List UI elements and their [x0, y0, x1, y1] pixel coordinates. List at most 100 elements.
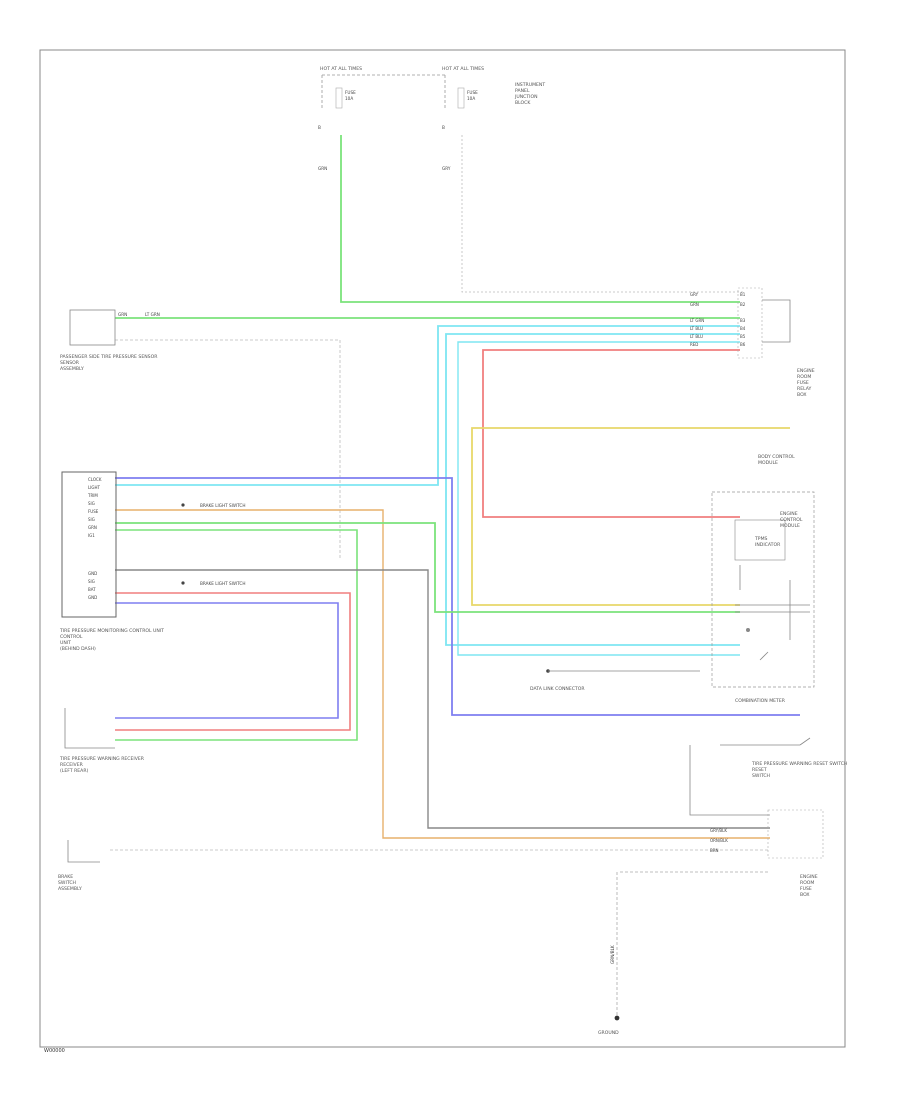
svg-text:FUSE: FUSE	[345, 90, 356, 95]
wire-red-receiver	[115, 592, 351, 731]
obd-label: DATA LINK CONNECTOR	[530, 686, 585, 692]
wire-blue-long	[115, 477, 800, 716]
svg-text:B5: B5	[740, 334, 746, 339]
sensor-top-left-label: PASSENGER SIDE TIRE PRESSURE SENSOR	[60, 354, 158, 360]
svg-text:RELAY: RELAY	[797, 386, 812, 392]
wire-green-main	[340, 135, 740, 303]
connector-top-right: GRY B1 GRN B2 LT GRN B3 LT BLU B4 LT BLU B5 R…	[690, 287, 791, 359]
svg-text:INSTRUMENT: INSTRUMENT	[515, 82, 545, 88]
svg-text:(LEFT REAR): (LEFT REAR)	[60, 768, 89, 774]
svg-text:BRAKE LIGHT SWITCH: BRAKE LIGHT SWITCH	[200, 503, 245, 508]
wire-blue-receiver	[115, 602, 339, 719]
switch-box: TIRE PRESSURE WARNING RESET SWITCH RESET…	[689, 737, 847, 816]
svg-text:MODULE: MODULE	[780, 523, 800, 529]
svg-text:GRY: GRY	[442, 166, 451, 171]
svg-text:FUSE: FUSE	[800, 886, 812, 892]
receiver-label: TIRE PRESSURE WARNING RECEIVER	[59, 756, 145, 762]
svg-text:GRN: GRN	[318, 166, 327, 171]
svg-text:MODULE: MODULE	[758, 460, 778, 466]
svg-text:LT BLU: LT BLU	[690, 326, 703, 331]
svg-text:BODY CONTROL: BODY CONTROL	[758, 454, 795, 460]
svg-text:B3: B3	[740, 318, 746, 323]
wire-lightblue-3	[457, 341, 740, 656]
svg-text:FUSE: FUSE	[797, 380, 809, 386]
svg-text:B2: B2	[740, 302, 746, 307]
ground-symbol: GRN/BLK GROUND	[598, 872, 620, 1036]
svg-text:(BEHIND DASH): (BEHIND DASH)	[60, 646, 96, 652]
sensor-bottom-left: BRAKE SWITCH ASSEMBLY	[58, 840, 100, 892]
svg-text:SENSOR: SENSOR	[60, 360, 80, 366]
svg-text:BAT: BAT	[88, 587, 96, 592]
svg-text:BOX: BOX	[800, 892, 810, 898]
wire-orange-controller	[115, 509, 770, 839]
figure-reference: W00000	[44, 1048, 65, 1054]
svg-text:GRN: GRN	[88, 525, 97, 530]
svg-text:PANEL: PANEL	[515, 88, 530, 94]
connector-bottom-right: GRY/BLK ORN/BLK BRN	[710, 809, 824, 859]
svg-text:FUSE: FUSE	[467, 90, 478, 95]
ground-label: GROUND	[598, 1030, 619, 1036]
svg-text:GRN: GRN	[690, 302, 699, 307]
svg-text:GRY: GRY	[690, 292, 699, 297]
svg-text:B6: B6	[740, 342, 746, 347]
svg-text:ORN/BLK: ORN/BLK	[710, 838, 728, 843]
svg-text:GND: GND	[88, 595, 97, 600]
diagram-frame	[39, 49, 846, 1048]
svg-text:BOX: BOX	[797, 392, 807, 398]
wire-gray-controller	[115, 569, 770, 829]
svg-text:LT GRN: LT GRN	[690, 318, 704, 323]
svg-text:ENGINE: ENGINE	[800, 874, 818, 880]
fuse-left-label: HOT AT ALL TIMES	[320, 66, 362, 72]
wire-green-receiver	[115, 529, 358, 741]
gauge-box: TPMS INDICATOR COMBINATION METER	[711, 491, 815, 704]
wire-lightblue-2	[445, 333, 740, 646]
svg-text:SWITCH: SWITCH	[752, 773, 770, 779]
svg-text:JUNCTION: JUNCTION	[514, 94, 538, 100]
svg-text:BLOCK: BLOCK	[515, 100, 531, 106]
svg-text:GRY/BLK: GRY/BLK	[710, 828, 727, 833]
svg-text:ASSEMBLY: ASSEMBLY	[60, 366, 84, 372]
svg-text:RED: RED	[690, 342, 698, 347]
svg-text:SIG: SIG	[88, 501, 95, 506]
svg-text:GND: GND	[88, 571, 97, 576]
svg-text:RECEIVER: RECEIVER	[60, 762, 84, 768]
svg-text:FUSE: FUSE	[88, 509, 99, 514]
svg-text:B1: B1	[740, 292, 746, 297]
controller-label: TIRE PRESSURE MONITORING CONTROL UNIT	[59, 628, 164, 634]
svg-text:GRN: GRN	[118, 312, 127, 317]
svg-text:GRN/BLK: GRN/BLK	[610, 945, 615, 964]
svg-text:10A: 10A	[345, 96, 353, 101]
svg-text:B: B	[318, 125, 321, 130]
svg-text:B4: B4	[740, 326, 746, 331]
svg-text:SWITCH: SWITCH	[58, 880, 76, 886]
svg-text:UNIT: UNIT	[60, 640, 71, 646]
svg-text:SIG: SIG	[88, 579, 95, 584]
svg-text:BRAKE LIGHT SWITCH: BRAKE LIGHT SWITCH	[200, 581, 245, 586]
svg-text:IG1: IG1	[88, 533, 95, 538]
fuse-block-left: HOT AT ALL TIMES FUSE 10A B	[318, 66, 445, 130]
gauge-label: COMBINATION METER	[735, 698, 786, 704]
wire-red-main	[482, 349, 740, 518]
svg-text:ENGINE: ENGINE	[797, 368, 815, 374]
svg-text:B: B	[442, 125, 445, 130]
svg-text:LT GRN: LT GRN	[145, 312, 160, 317]
wire-gray-right-fuse	[461, 135, 745, 293]
svg-text:10A: 10A	[467, 96, 475, 101]
svg-text:BRAKE: BRAKE	[58, 874, 73, 880]
svg-text:INDICATOR: INDICATOR	[755, 542, 781, 548]
wire-lightblue-1	[115, 325, 740, 486]
svg-text:LIGHT: LIGHT	[88, 485, 101, 490]
svg-text:TPMS: TPMS	[754, 536, 768, 542]
svg-text:BRN: BRN	[710, 848, 719, 853]
svg-text:LT BLU: LT BLU	[690, 334, 703, 339]
svg-text:ROOM: ROOM	[797, 374, 811, 380]
svg-text:CONTROL: CONTROL	[60, 634, 83, 640]
svg-text:RESET: RESET	[752, 767, 767, 773]
controller-box: CLOCK LIGHT TRIM SIG FUSE SIG GRN IG1 GN…	[59, 471, 164, 652]
svg-text:TRIM: TRIM	[87, 493, 98, 498]
svg-text:CONTROL: CONTROL	[780, 517, 803, 523]
sensor-top-left-box: PASSENGER SIDE TIRE PRESSURE SENSOR SENS…	[60, 309, 158, 372]
fuse-right-label: HOT AT ALL TIMES	[442, 66, 484, 72]
wire-yellow	[471, 427, 790, 606]
